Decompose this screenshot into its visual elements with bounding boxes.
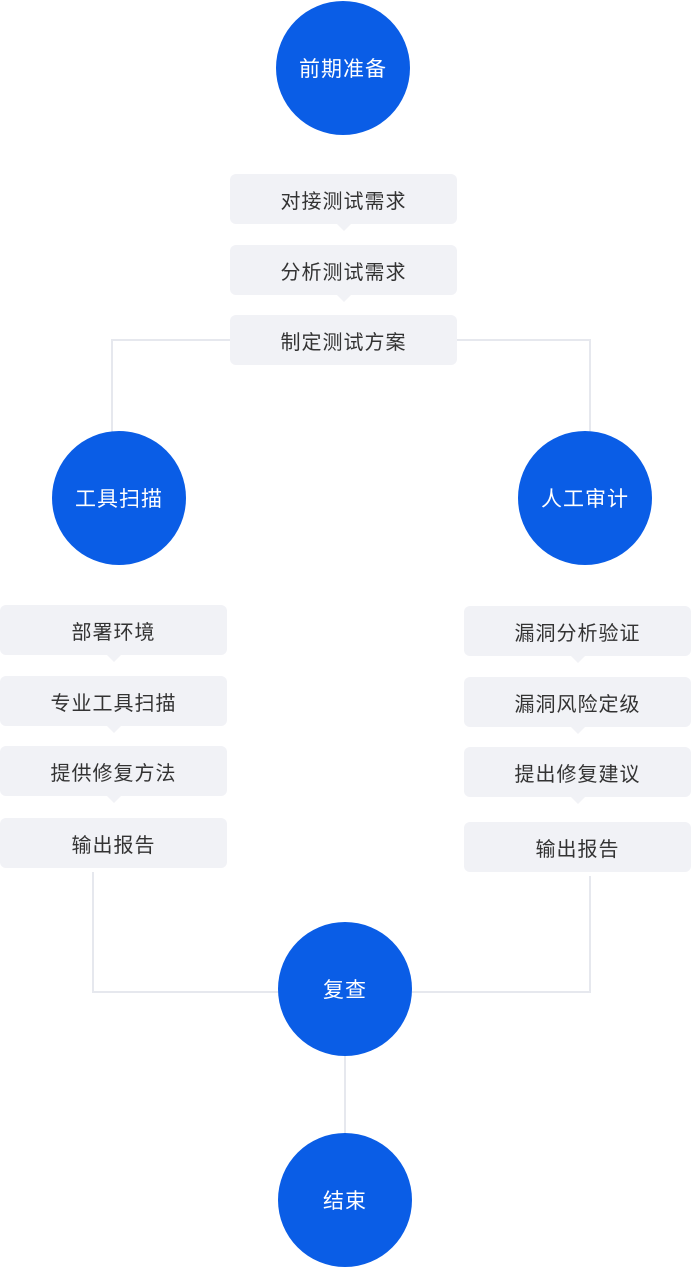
tool-scan-step-1: 部署环境 (0, 605, 227, 662)
connector-prep-to-manual-audit (456, 339, 591, 432)
prep-step-1: 对接测试需求 (230, 174, 457, 231)
tool-scan-step-4-label: 输出报告 (71, 832, 156, 857)
tool-scan-step-4: 输出报告 (0, 818, 227, 868)
prep-step-2: 分析测试需求 (230, 245, 457, 302)
tool-scan-step-2: 专业工具扫描 (0, 676, 227, 733)
tool-scan-step-3: 提供修复方法 (0, 746, 227, 803)
manual-audit-node-label: 人工审计 (541, 487, 629, 511)
prep-step-2-label: 分析测试需求 (280, 259, 407, 284)
tool-scan-node-label: 工具扫描 (75, 487, 163, 511)
connector-prep-to-tool-scan (111, 339, 232, 432)
tool-scan-node: 工具扫描 (52, 431, 186, 565)
manual-audit-step-3-label: 提出修复建议 (514, 761, 641, 786)
review-node-label: 复查 (323, 978, 367, 1002)
end-node-label: 结束 (323, 1189, 367, 1213)
manual-audit-node: 人工审计 (518, 431, 652, 565)
start-node-label: 前期准备 (299, 57, 387, 81)
tool-scan-step-3-label: 提供修复方法 (50, 760, 177, 785)
manual-audit-step-3: 提出修复建议 (464, 747, 691, 804)
manual-audit-step-2: 漏洞风险定级 (464, 677, 691, 734)
tool-scan-step-2-label: 专业工具扫描 (50, 690, 177, 715)
start-node: 前期准备 (276, 1, 410, 135)
prep-step-1-label: 对接测试需求 (280, 188, 407, 213)
connector-manual-audit-to-review (410, 876, 591, 993)
manual-audit-step-1: 漏洞分析验证 (464, 606, 691, 663)
manual-audit-step-2-label: 漏洞风险定级 (514, 691, 641, 716)
manual-audit-step-4-label: 输出报告 (535, 836, 620, 861)
connector-tool-scan-to-review (92, 872, 280, 993)
manual-audit-step-1-label: 漏洞分析验证 (514, 620, 641, 645)
manual-audit-step-4: 输出报告 (464, 822, 691, 872)
tool-scan-step-1-label: 部署环境 (71, 619, 156, 644)
prep-step-3-label: 制定测试方案 (280, 329, 407, 354)
prep-step-3: 制定测试方案 (230, 315, 457, 365)
end-node: 结束 (278, 1133, 412, 1267)
review-node: 复查 (278, 922, 412, 1056)
